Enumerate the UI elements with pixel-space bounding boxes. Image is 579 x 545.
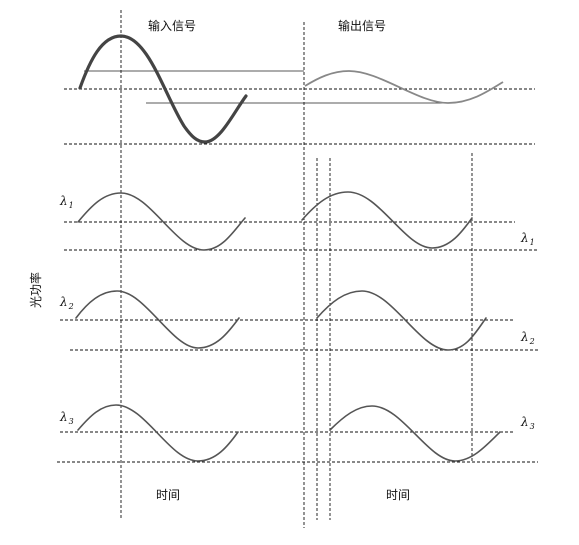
lambda2-output-wave	[316, 290, 487, 351]
wavelength-3-panel: λ3 λ3	[57, 404, 538, 463]
time-axis-label-right: 时间	[386, 488, 410, 502]
lambda2-left-label: λ2	[59, 295, 74, 311]
input-signal-title: 输入信号	[148, 18, 196, 33]
lambda1-input-wave	[77, 192, 246, 251]
lambda3-input-wave	[77, 404, 239, 462]
lambda1-output-wave	[301, 191, 473, 249]
wavelength-1-panel: λ1 λ1	[59, 191, 538, 251]
lambda3-left-label: λ3	[59, 410, 74, 426]
lambda1-right-label: λ1	[520, 231, 535, 247]
output-signal-title: 输出信号	[338, 18, 386, 33]
lambda3-output-wave	[329, 405, 501, 462]
signal-panel: 输入信号 输出信号	[64, 18, 535, 145]
lambda2-input-wave	[75, 290, 240, 349]
optical-power-axis-label: 光功率	[28, 272, 43, 308]
time-axis-label-left: 时间	[156, 488, 180, 502]
input-signal-wave	[78, 34, 248, 144]
wavelength-2-panel: λ2 λ2	[59, 290, 538, 351]
lambda2-right-label: λ2	[520, 330, 535, 346]
lambda1-left-label: λ1	[59, 194, 74, 210]
output-signal-wave	[304, 70, 504, 104]
lambda3-right-label: λ3	[520, 415, 535, 431]
